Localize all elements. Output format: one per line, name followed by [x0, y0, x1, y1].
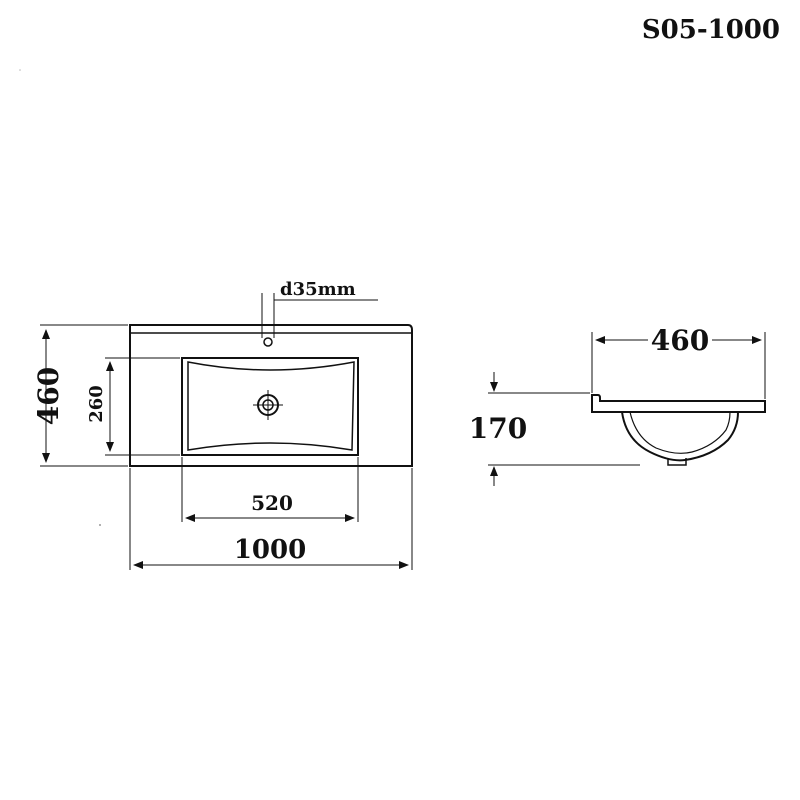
side-view: 460 170 — [469, 324, 766, 486]
speck — [99, 524, 101, 526]
side-bowl — [621, 411, 739, 462]
side-drain — [667, 458, 687, 466]
speck — [19, 69, 21, 71]
side-depth-label: 460 — [651, 324, 709, 357]
bowl-depth-label: 260 — [86, 385, 107, 423]
bowl-width-label: 520 — [251, 491, 293, 515]
overall-width-label: 1000 — [234, 535, 306, 565]
side-bowl-inner — [629, 411, 731, 454]
top-view: d35mm 460 260 520 1000 — [32, 279, 413, 570]
side-height-label: 170 — [469, 412, 527, 445]
countertop-outline — [129, 324, 413, 467]
tap-hole-label: d35mm — [280, 279, 356, 300]
bowl-inner-contour — [187, 361, 355, 451]
bowl-outline — [181, 357, 359, 456]
depth-label: 460 — [32, 367, 65, 425]
tap-hole — [263, 337, 273, 347]
model-code: S05-1000 — [642, 15, 780, 45]
side-slab — [591, 394, 766, 413]
